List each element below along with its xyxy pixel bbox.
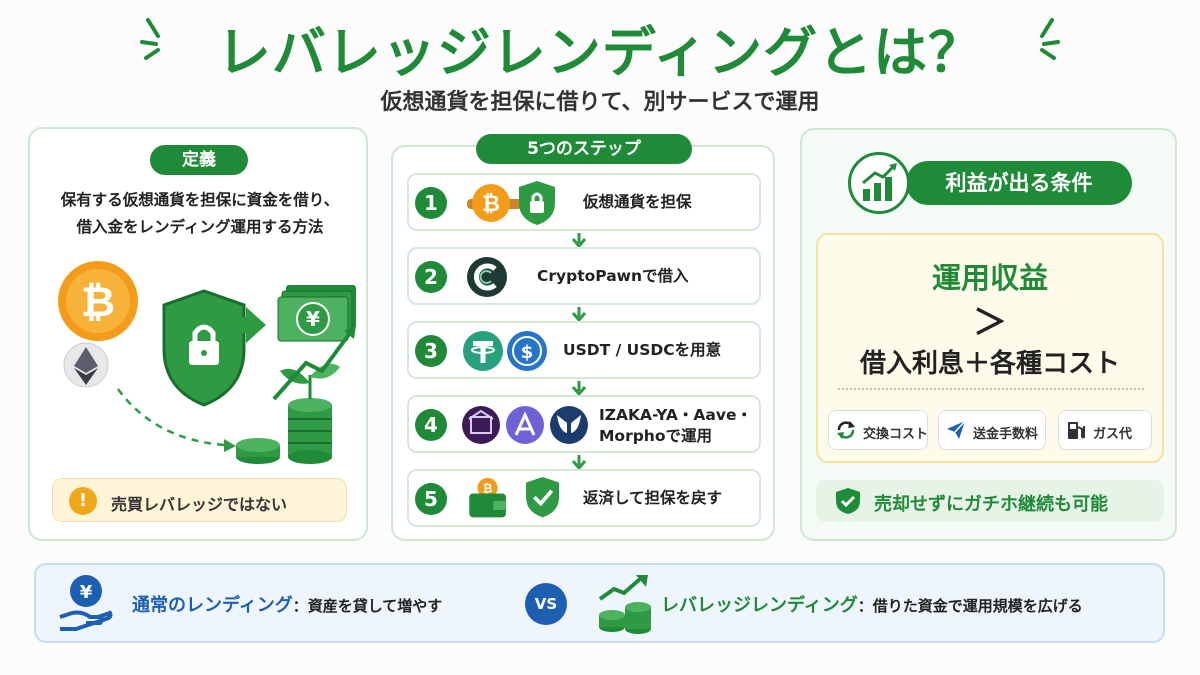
definition-pill: 定義 xyxy=(150,145,248,175)
step-number: 2 xyxy=(415,261,447,293)
down-arrow-icon xyxy=(571,233,587,249)
page-title: レバレッジレンディングとは？ xyxy=(216,21,984,84)
step-label: USDT / USDCを用意 xyxy=(563,341,722,359)
hodl-note-text: 売却せずにガチホ継続も可能 xyxy=(874,494,1108,515)
chip-label: ガス代 xyxy=(1093,427,1133,442)
svg-text:₿: ₿ xyxy=(482,192,500,217)
comparison-bar: ¥ 通常のレンディング：資産を貸して増やす VS レバレッジレンディング：借りた… xyxy=(34,563,1165,643)
steps-pill: 5つのステップ xyxy=(476,134,692,164)
refresh-icon xyxy=(837,421,855,439)
step-label: 返済して担保を戻す xyxy=(583,489,723,507)
step-label-line-1: IZAKA-YA・Aave・ xyxy=(599,406,752,424)
cryptopawn-logo-icon xyxy=(467,257,507,297)
svg-text:₿: ₿ xyxy=(81,277,115,326)
step-label: CryptoPawnで借入 xyxy=(537,267,689,285)
svg-text:$: $ xyxy=(521,342,534,363)
growing-coins-icon xyxy=(236,325,356,464)
bitcoin-shield-icon: ₿ xyxy=(467,181,555,225)
gas-pump-icon xyxy=(1068,422,1085,439)
steps-panel: 5つのステップ 1 ₿ 仮想通貨を担保 2 CryptoPawnで借入 3 xyxy=(391,134,775,541)
step-2: 2 CryptoPawnで借入 xyxy=(407,247,761,305)
down-arrow-icon xyxy=(571,455,587,471)
vs-badge: VS xyxy=(525,583,567,625)
warning-note-text: 売買レバレッジではない xyxy=(111,495,288,514)
exchange-cost-chip: 交換コスト xyxy=(828,410,928,450)
usdt-usdc-icon: $ xyxy=(463,331,547,371)
warning-note: ! 売買レバレッジではない xyxy=(52,478,347,522)
right-arrow-icon xyxy=(230,307,266,343)
sparkle-right-icon xyxy=(1040,18,1060,60)
step-label: 仮想通貨を担保 xyxy=(583,193,692,211)
dashed-arrow xyxy=(116,388,225,447)
leverage-illustration: ₿ ¥ xyxy=(58,261,356,464)
wallet-check-icon: ₿ xyxy=(469,477,560,518)
profit-formula-box: 運用収益 ＞ 借入利息＋各種コスト 交換コスト 送金手数料 xyxy=(816,233,1164,463)
gas-fee-chip: ガス代 xyxy=(1058,410,1152,450)
hodl-note: 売却せずにガチホ継続も可能 xyxy=(816,480,1164,522)
svg-text:₿: ₿ xyxy=(483,482,493,496)
income-label: 運用収益 xyxy=(931,261,1048,295)
conditions-pill: 利益が出る条件 xyxy=(906,161,1132,205)
chip-label: 送金手数料 xyxy=(973,427,1039,442)
definition-text: 保有する仮想通貨を担保に資金を借り、 借入金をレンディング運用する方法 xyxy=(42,187,358,241)
definition-panel: 定義 保有する仮想通貨を担保に資金を借り、 借入金をレンディング運用する方法 ₿ xyxy=(28,127,368,541)
definition-line-1: 保有する仮想通貨を担保に資金を借り、 xyxy=(60,191,340,209)
normal-lending: 通常のレンディング：資産を貸して増やす xyxy=(132,591,442,617)
cash-icon: ¥ xyxy=(277,285,356,342)
step-4: 4 IZAKA-YA・Aave・ Morphoで運用 xyxy=(407,395,761,453)
step-number: 5 xyxy=(415,483,447,515)
ethereum-icon xyxy=(63,342,109,388)
shield-lock-icon xyxy=(162,289,246,407)
step-1: 1 ₿ 仮想通貨を担保 xyxy=(407,173,761,231)
svg-text:¥: ¥ xyxy=(306,307,320,331)
transfer-fee-chip: 送金手数料 xyxy=(938,410,1046,450)
step-number: 1 xyxy=(415,187,447,219)
shield-check-icon xyxy=(836,488,860,514)
page-subtitle: 仮想通貨を担保に借りて、別サービスで運用 xyxy=(380,90,820,115)
warning-icon: ! xyxy=(69,487,97,515)
normal-lending-desc: ：資産を貸して増やす xyxy=(292,597,443,615)
divider xyxy=(838,388,1144,390)
step-number: 3 xyxy=(415,335,447,367)
izakaya-aave-morpho-icon xyxy=(462,406,588,444)
greater-than-sign: ＞ xyxy=(973,303,1007,343)
conditions-header: 利益が出る条件 xyxy=(848,152,1132,214)
growth-coins-icon xyxy=(598,575,651,634)
yen-hand-icon: ¥ xyxy=(59,575,113,631)
profit-conditions-panel: 利益が出る条件 運用収益 ＞ 借入利息＋各種コスト 交換コスト xyxy=(800,128,1177,541)
step-label: IZAKA-YA・Aave・ Morphoで運用 xyxy=(599,405,752,447)
growth-chart-icon xyxy=(848,152,910,214)
leverage-lending: レバレッジレンディング：借りた資金で運用規模を広げる xyxy=(661,591,1083,617)
bitcoin-icon: ₿ xyxy=(58,261,138,341)
definition-line-2: 借入金をレンディング運用する方法 xyxy=(76,218,324,236)
down-arrow-icon xyxy=(571,381,587,397)
sparkle-left-icon xyxy=(140,18,160,60)
cost-label: 借入利息＋各種コスト xyxy=(859,349,1120,379)
leverage-lending-title: レバレッジレンディング xyxy=(661,595,858,616)
step-3: 3 $ USDT / USDCを用意 xyxy=(407,321,761,379)
step-5: 5 ₿ 返済して担保を戻す xyxy=(407,469,761,527)
down-arrow-icon xyxy=(571,307,587,323)
step-number: 4 xyxy=(415,409,447,441)
chip-label: 交換コスト xyxy=(863,427,929,442)
step-label-line-2: Morphoで運用 xyxy=(599,427,712,445)
paper-plane-icon xyxy=(947,420,966,439)
normal-lending-title: 通常のレンディング xyxy=(132,595,293,616)
leverage-lending-desc: ：借りた資金で運用規模を広げる xyxy=(857,597,1083,615)
svg-text:¥: ¥ xyxy=(80,582,93,603)
